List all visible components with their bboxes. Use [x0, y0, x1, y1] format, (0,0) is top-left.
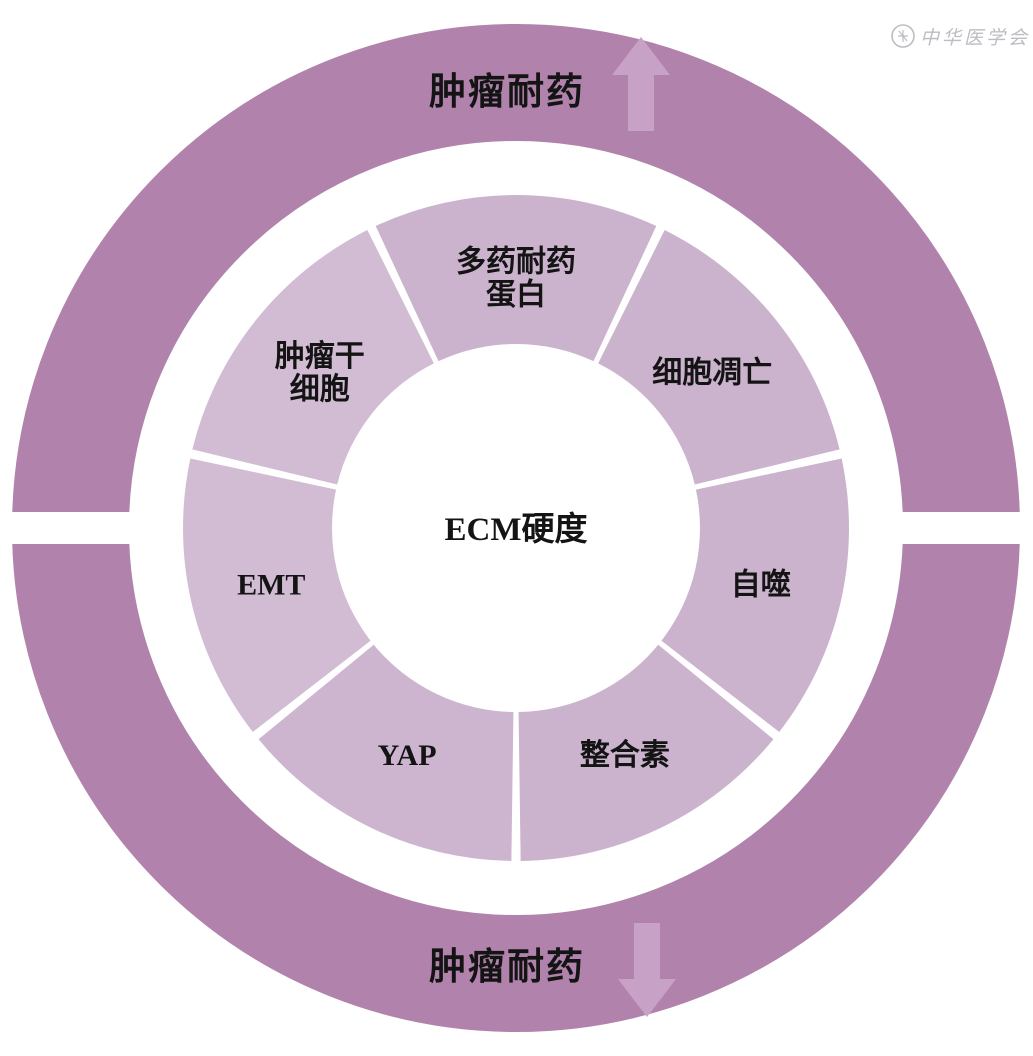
- inner-segment-6: [192, 230, 434, 485]
- segment-label-5: EMT: [237, 569, 305, 602]
- inner-segment-5: [183, 458, 371, 732]
- inner-segment-3: [518, 644, 774, 861]
- watermark: 中华医学会: [891, 24, 1030, 49]
- arrow-up-icon: [612, 37, 670, 131]
- inner-segment-0: [375, 195, 657, 362]
- segment-label-2: 自噬: [731, 569, 791, 602]
- center-label: ECM硬度: [445, 511, 588, 548]
- outer-ring-gap-left: [0, 512, 212, 544]
- watermark-emblem-icon: [891, 24, 915, 48]
- watermark-text: 中华医学会: [920, 27, 1030, 49]
- inner-segment-4: [258, 644, 514, 861]
- segment-label-0: 多药耐药蛋白: [456, 245, 576, 311]
- segment-label-6: 肿瘤干细胞: [275, 340, 365, 406]
- outer-ring-gap-right: [821, 512, 1033, 544]
- segment-label-1: 细胞凋亡: [652, 356, 772, 389]
- arrow-down-icon: [618, 923, 676, 1017]
- outer-ring-label-top: 肿瘤耐药: [429, 71, 585, 113]
- outer-ring-label-bottom: 肿瘤耐药: [429, 946, 585, 988]
- segment-label-3: 整合素: [580, 738, 670, 772]
- inner-segment-2: [661, 458, 849, 732]
- segment-label-4: YAP: [378, 739, 437, 772]
- inner-segment-1: [598, 230, 840, 485]
